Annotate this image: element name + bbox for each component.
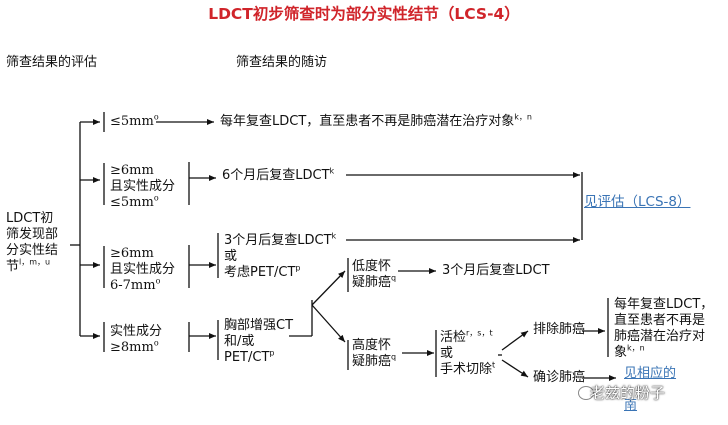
- branch3-action-line1: 3个月后复查LDCTk: [224, 231, 337, 248]
- low-line1: 低度怀: [352, 259, 392, 274]
- branch2-action: 6个月后复查LDCTk: [222, 166, 335, 183]
- branch2-line3: ≤5mmo: [110, 193, 159, 210]
- branch1-label: ≤5mmo: [110, 112, 159, 129]
- branch3-line2: 且实性成分: [110, 262, 176, 277]
- high-biopsy-line1: 活检r，s，t: [440, 328, 493, 345]
- col2-heading: 筛查结果的随访: [236, 55, 328, 70]
- col1-heading: 筛查结果的评估: [6, 55, 98, 70]
- confirm-link-line2[interactable]: 南: [624, 398, 638, 413]
- low-action: 3个月后复查LDCT: [442, 263, 550, 278]
- high-biopsy-line3: 手术切除t: [440, 360, 496, 377]
- branch4-line1: 实性成分: [110, 324, 163, 339]
- confirm-label: 确诊肺癌: [533, 370, 586, 385]
- high-biopsy-line2: 或: [440, 346, 454, 361]
- branch2-line2: 且实性成分: [110, 179, 176, 194]
- branch4-action-line3: PET/CTp: [224, 348, 275, 365]
- low-line2: 疑肺癌q: [352, 273, 397, 290]
- exclude-result-line1: 每年复查LDCT，: [614, 297, 714, 312]
- high-line2: 疑肺癌q: [352, 352, 397, 369]
- exclude-result-line2: 直至患者不再是: [614, 313, 706, 328]
- exclude-label: 排除肺癌: [533, 322, 586, 337]
- branch3-line1: ≥6mm: [110, 246, 154, 261]
- branch3-action-line3: 考虑PET/CTp: [224, 263, 301, 280]
- see-eval-link[interactable]: 见评估（LCS-8）: [584, 194, 691, 210]
- exclude-result-line4: 象k，n: [614, 343, 645, 360]
- root-line1: LDCT初: [6, 211, 54, 226]
- branch3-action-line2: 或: [224, 249, 238, 264]
- branch3-line3: 6-7mmo: [110, 276, 161, 293]
- root-line4: 节l，m，u: [6, 257, 51, 274]
- high-line1: 高度怀: [352, 338, 392, 353]
- exclude-result-line3: 肺癌潜在治疗对: [614, 329, 706, 344]
- branch4-action-line2: 和/或: [224, 334, 255, 349]
- branch1-action: 每年复查LDCT，直至患者不再是肺癌潜在治疗对象k，n: [220, 112, 532, 129]
- watermark: 老兹的粉子: [590, 384, 666, 402]
- branch4-action-line1: 胸部增强CT: [224, 318, 294, 333]
- branch4-line2: ≥8mmo: [110, 338, 159, 355]
- page-title: LDCT初步筛查时为部分实性结节（LCS-4）: [208, 5, 520, 23]
- wechat-icon: [578, 386, 594, 400]
- root-line2: 筛发现部: [6, 227, 59, 242]
- confirm-link-line1[interactable]: 见相应的: [624, 366, 677, 381]
- root-line3: 分实性结: [6, 243, 59, 258]
- branch2-line1: ≥6mm: [110, 163, 154, 178]
